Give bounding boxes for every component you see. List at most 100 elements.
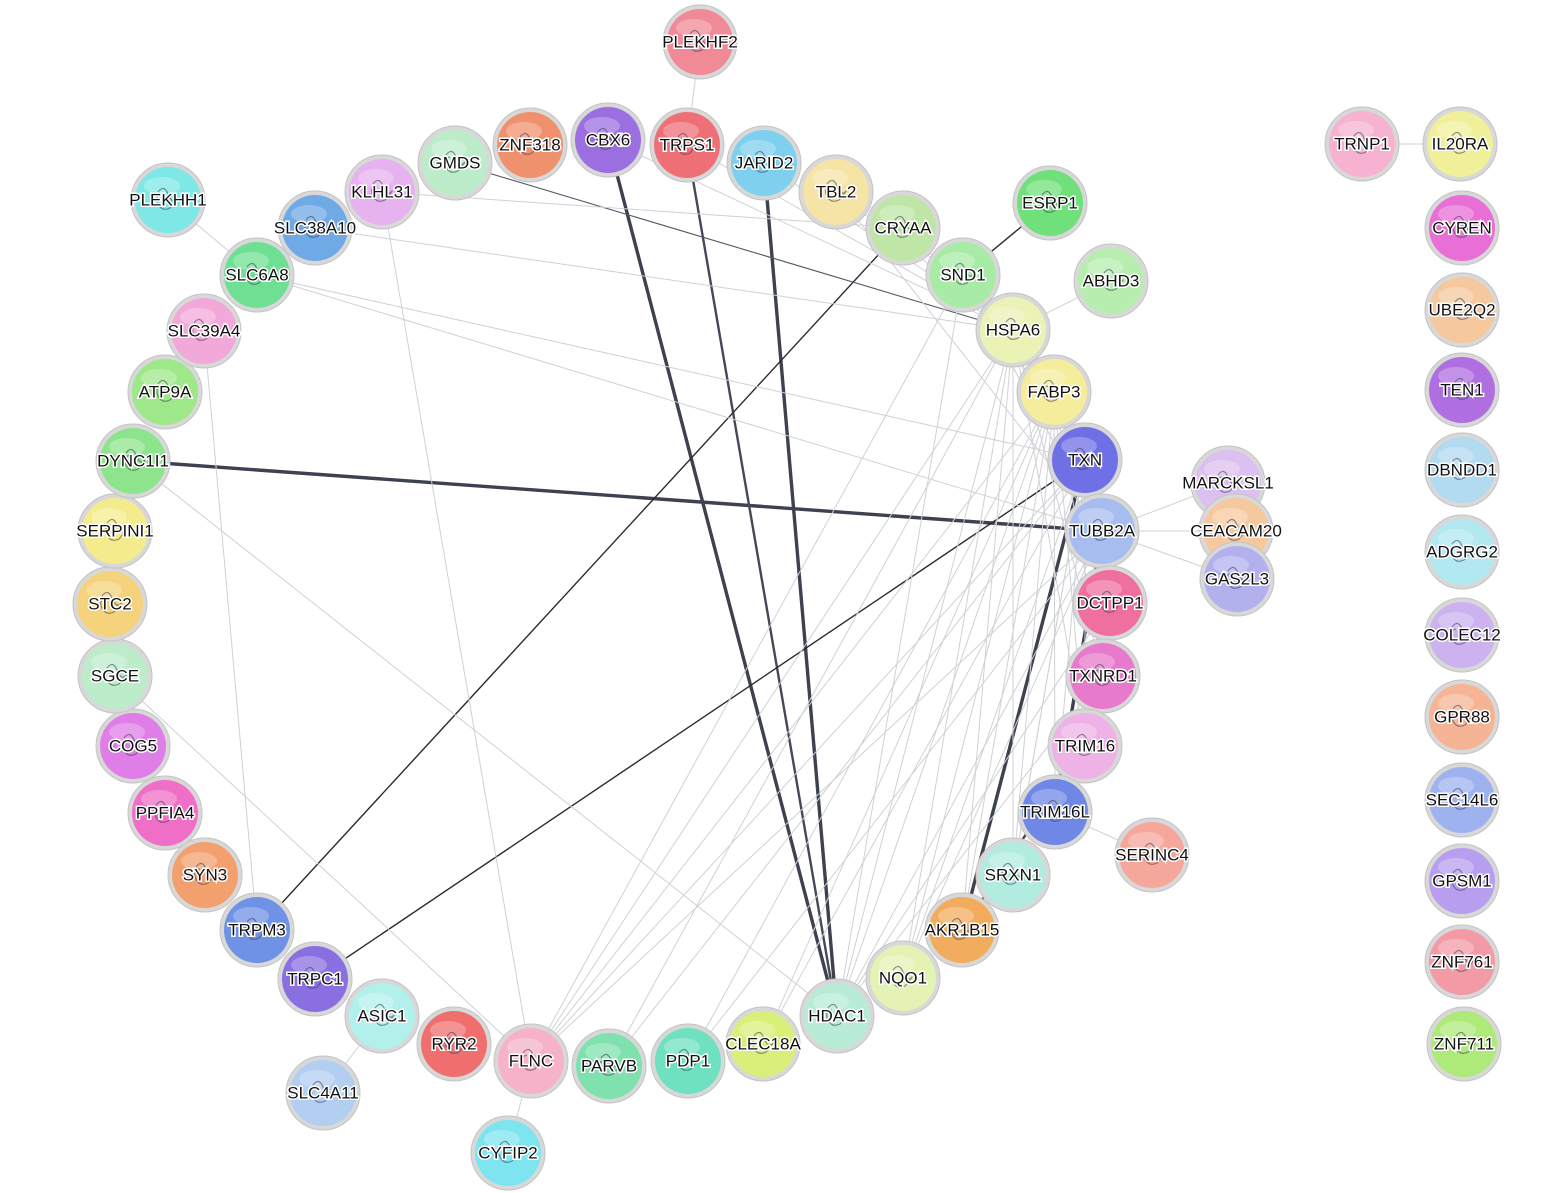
edge-hdac1-fabp3 <box>836 391 1055 1017</box>
node-label: PLEKHH1 <box>129 191 206 210</box>
protein-structure-icon <box>688 29 710 52</box>
node-fill <box>1078 248 1144 314</box>
node-trps1[interactable]: TRPS1 <box>649 107 725 183</box>
node-srxn1[interactable]: SRXN1 <box>975 837 1051 913</box>
node-label: DYNC1I1 <box>97 452 169 471</box>
node-trim16[interactable]: TRIM16 <box>1047 708 1123 784</box>
node-serinc4[interactable]: SERINC4 <box>1114 817 1190 893</box>
node-stc2[interactable]: STC2 <box>72 566 148 642</box>
node-tubb2a[interactable]: TUBB2A <box>1064 493 1140 569</box>
node-label: TRPM3 <box>228 921 286 940</box>
node-trnp1[interactable]: TRNP1 <box>1324 106 1400 182</box>
node-dctpp1[interactable]: DCTPP1 <box>1072 565 1148 641</box>
node-label: PARVB <box>581 1057 637 1076</box>
node-highlight <box>233 907 269 925</box>
node-cryaa[interactable]: CRYAA <box>865 190 941 266</box>
node-ryr2[interactable]: RYR2 <box>416 1006 492 1082</box>
node-atp9a[interactable]: ATP9A <box>127 354 203 430</box>
node-nqo1[interactable]: NQO1 <box>865 940 941 1016</box>
node-highlight <box>879 955 915 973</box>
protein-structure-icon <box>893 215 915 238</box>
node-tbl2[interactable]: TBL2 <box>798 154 874 230</box>
node-gpr88[interactable]: GPR88 <box>1424 679 1500 755</box>
node-slc38a10[interactable]: SLC38A10 <box>272 190 358 266</box>
node-cyren[interactable]: CYREN <box>1424 190 1500 266</box>
edge-hdac1-hspa6 <box>836 329 1014 1017</box>
node-gmds[interactable]: GMDS <box>417 125 493 201</box>
node-jarid2[interactable]: JARID2 <box>726 125 802 201</box>
node-highlight <box>1338 121 1374 139</box>
node-dync1i1[interactable]: DYNC1I1 <box>95 423 171 499</box>
edge-clec18a-txn <box>762 459 1086 1045</box>
node-sgce[interactable]: SGCE <box>77 638 153 714</box>
node-cog5[interactable]: COG5 <box>95 708 171 784</box>
node-cyfip2[interactable]: CYFIP2 <box>470 1115 546 1191</box>
node-fill <box>1429 767 1495 833</box>
edge-pdp1-tubb2a <box>687 530 1103 1062</box>
node-cbx6[interactable]: CBX6 <box>570 102 646 178</box>
node-flnc[interactable]: FLNC <box>493 1023 569 1099</box>
node-znf761[interactable]: ZNF761 <box>1424 924 1500 1000</box>
node-fill <box>1077 570 1143 636</box>
node-snd1[interactable]: SND1 <box>925 237 1001 313</box>
edge-dync1i1-hdac1 <box>132 460 838 1017</box>
node-fabp3[interactable]: FABP3 <box>1016 354 1092 430</box>
node-dbndd1[interactable]: DBNDD1 <box>1424 432 1500 508</box>
node-highlight <box>1031 789 1067 807</box>
node-trim16l[interactable]: TRIM16L <box>1017 774 1093 850</box>
node-highlight <box>1078 508 1114 526</box>
node-plekhf2[interactable]: PLEKHF2 <box>661 4 739 80</box>
protein-structure-icon <box>1225 518 1247 541</box>
edge-klhl31-flnc <box>381 191 532 1062</box>
node-esrp1[interactable]: ESRP1 <box>1012 165 1088 241</box>
node-trpm3[interactable]: TRPM3 <box>219 892 295 968</box>
node-pdp1[interactable]: PDP1 <box>650 1023 726 1099</box>
node-asic1[interactable]: ASIC1 <box>344 978 420 1054</box>
node-plekhh1[interactable]: PLEKHH1 <box>128 162 208 238</box>
edge-srxn1-fabp3 <box>1012 391 1055 876</box>
node-akr1b15[interactable]: AKR1B15 <box>923 892 1001 968</box>
protein-structure-icon <box>1093 663 1115 686</box>
node-il20ra[interactable]: IL20RA <box>1422 106 1498 182</box>
node-ube2q2[interactable]: UBE2Q2 <box>1424 272 1500 348</box>
node-fill <box>1429 602 1495 668</box>
node-gpsm1[interactable]: GPSM1 <box>1424 843 1500 919</box>
node-txnrd1[interactable]: TXNRD1 <box>1065 638 1141 714</box>
node-sec14l6[interactable]: SEC14L6 <box>1424 762 1500 838</box>
node-serpini1[interactable]: SERPINI1 <box>75 493 155 569</box>
node-parvb[interactable]: PARVB <box>571 1028 647 1104</box>
node-fill <box>655 1028 721 1094</box>
protein-structure-icon <box>1091 518 1113 541</box>
node-fill <box>290 1060 356 1126</box>
node-znf711[interactable]: ZNF711 <box>1426 1006 1502 1082</box>
node-ten1[interactable]: TEN1 <box>1424 352 1500 428</box>
node-highlight <box>1438 858 1474 876</box>
node-highlight <box>1438 939 1474 957</box>
node-highlight <box>1026 180 1062 198</box>
node-abhd3[interactable]: ABHD3 <box>1073 243 1149 319</box>
node-highlight <box>431 140 467 158</box>
node-slc6a8[interactable]: SLC6A8 <box>219 237 295 313</box>
node-ppfia4[interactable]: PPFIA4 <box>127 775 203 851</box>
node-fill <box>1431 1011 1497 1077</box>
protein-structure-icon <box>677 1048 699 1071</box>
node-slc4a11[interactable]: SLC4A11 <box>285 1055 361 1131</box>
node-label: SERINC4 <box>1115 846 1189 865</box>
node-hspa6[interactable]: HSPA6 <box>975 292 1051 368</box>
node-clec18a[interactable]: CLEC18A <box>724 1006 803 1082</box>
node-colec12[interactable]: COLEC12 <box>1422 597 1502 673</box>
node-znf318[interactable]: ZNF318 <box>492 107 568 183</box>
node-txn[interactable]: TXN <box>1047 422 1123 498</box>
node-slc39a4[interactable]: SLC39A4 <box>166 293 242 369</box>
node-gas2l3[interactable]: GAS2L3 <box>1199 541 1275 617</box>
node-highlight <box>484 1130 520 1148</box>
node-adgrg2[interactable]: ADGRG2 <box>1424 514 1500 590</box>
node-klhl31[interactable]: KLHL31 <box>344 154 420 230</box>
node-label: ADGRG2 <box>1426 543 1498 562</box>
protein-structure-icon <box>1226 566 1248 589</box>
node-trpc1[interactable]: TRPC1 <box>277 941 353 1017</box>
node-highlight <box>358 993 394 1011</box>
node-syn3[interactable]: SYN3 <box>167 837 243 913</box>
node-hdac1[interactable]: HDAC1 <box>799 978 875 1054</box>
